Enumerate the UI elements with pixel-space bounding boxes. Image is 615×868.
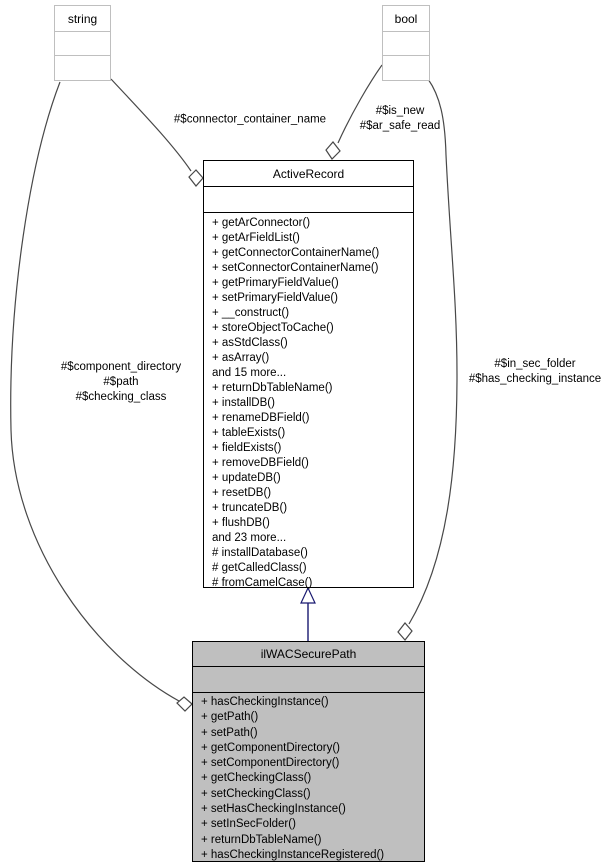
method-item: + hasCheckingInstanceRegistered() bbox=[201, 848, 385, 861]
method-item: + setInSecFolder() bbox=[201, 818, 296, 831]
attributes-compartment bbox=[204, 187, 413, 213]
attributes-compartment bbox=[193, 667, 424, 693]
class-name-label: ilWACSecurePath bbox=[260, 647, 357, 661]
class-node-activerecord[interactable]: ActiveRecord + getArConnector() + getArFi… bbox=[203, 160, 414, 591]
method-item: + removeDBField() bbox=[212, 457, 309, 469]
class-title: string bbox=[55, 6, 110, 32]
method-item: + resetDB() bbox=[212, 487, 272, 499]
method-item: + renameDBField() bbox=[212, 412, 310, 424]
edge-label-is-new-ar-safe-read: #$is_new #$ar_safe_read bbox=[359, 104, 441, 132]
aggregation-diamond-icon bbox=[397, 622, 413, 641]
methods-compartment: + getArConnector() + getArFieldList() + ge… bbox=[204, 213, 413, 591]
method-item: + fieldExists() bbox=[212, 442, 282, 454]
class-title: bool bbox=[383, 6, 429, 32]
method-item: + tableExists() bbox=[212, 427, 286, 439]
attributes-compartment bbox=[55, 32, 110, 56]
edge-label-connector-container-name: #$connector_container_name bbox=[173, 113, 327, 126]
method-item: + asStdClass() bbox=[212, 337, 288, 349]
method-item: + hasCheckingInstance() bbox=[201, 696, 329, 708]
method-item: # fromCamelCase() bbox=[212, 577, 313, 589]
methods-compartment bbox=[55, 56, 110, 80]
method-item: + flushDB() bbox=[212, 517, 270, 529]
method-item: + setHasCheckingInstance() bbox=[201, 803, 346, 816]
class-node-ilwacsecurepath[interactable]: ilWACSecurePath + hasCheckingInstance()+… bbox=[192, 641, 425, 862]
method-item: + updateDB() bbox=[212, 472, 281, 484]
method-item: + setComponentDirectory() bbox=[201, 757, 340, 770]
method-item: + truncateDB() bbox=[212, 502, 288, 514]
method-item: and 15 more... bbox=[212, 367, 287, 379]
edge-label-in-sec-folder-has-checking-instance: #$in_sec_folder #$has_checking_instance bbox=[468, 357, 602, 385]
aggregation-diamond-icon bbox=[176, 696, 193, 712]
edge-bool-to-ilwacsecurepath bbox=[408, 78, 458, 625]
method-item: and 23 more... bbox=[212, 532, 287, 544]
method-item: + getConnectorContainerName() bbox=[212, 247, 380, 259]
method-item: + setCheckingClass() bbox=[201, 787, 311, 800]
class-node-string: string bbox=[54, 5, 111, 81]
inheritance-arrow-icon bbox=[300, 586, 316, 604]
edge-label-component-directory-path-checking-class: #$component_directory #$path #$checking_… bbox=[60, 361, 182, 404]
methods-compartment bbox=[383, 56, 429, 80]
method-item: + getComponentDirectory() bbox=[201, 741, 341, 754]
method-item: + setConnectorContainerName() bbox=[212, 262, 379, 274]
method-item: # getCalledClass() bbox=[212, 562, 307, 574]
method-item: + setPrimaryFieldValue() bbox=[212, 292, 339, 304]
class-title[interactable]: ilWACSecurePath bbox=[193, 642, 424, 667]
method-item: + asArray() bbox=[212, 352, 270, 364]
class-name-label: ActiveRecord bbox=[272, 166, 345, 181]
method-item: + setPath() bbox=[201, 726, 258, 739]
aggregation-diamond-icon bbox=[325, 141, 341, 160]
method-item: + returnDbTableName() bbox=[201, 833, 322, 846]
class-title[interactable]: ActiveRecord bbox=[204, 161, 413, 187]
edge-string-to-activerecord bbox=[110, 78, 192, 172]
class-name-label: bool bbox=[394, 11, 418, 26]
method-item: # installDatabase() bbox=[212, 547, 308, 559]
edge-bool-to-activerecord bbox=[337, 64, 383, 144]
method-item: + storeObjectToCache() bbox=[212, 322, 334, 334]
method-item: + getPrimaryFieldValue() bbox=[212, 277, 339, 289]
class-name-label: string bbox=[67, 11, 98, 26]
attributes-compartment bbox=[383, 32, 429, 56]
method-item: + getCheckingClass() bbox=[201, 772, 312, 785]
method-item: + returnDbTableName() bbox=[212, 382, 333, 394]
method-item: + getPath() bbox=[201, 711, 259, 724]
method-item: + getArConnector() bbox=[212, 217, 311, 229]
methods-compartment: + hasCheckingInstance() + getPath() + setP… bbox=[193, 693, 424, 863]
class-node-bool: bool bbox=[382, 5, 430, 81]
method-item: + installDB() bbox=[212, 397, 275, 409]
edge-string-to-ilwacsecurepath bbox=[10, 81, 180, 702]
method-item: + getArFieldList() bbox=[212, 232, 300, 244]
aggregation-diamond-icon bbox=[188, 169, 204, 187]
method-item: + __construct() bbox=[212, 307, 290, 319]
